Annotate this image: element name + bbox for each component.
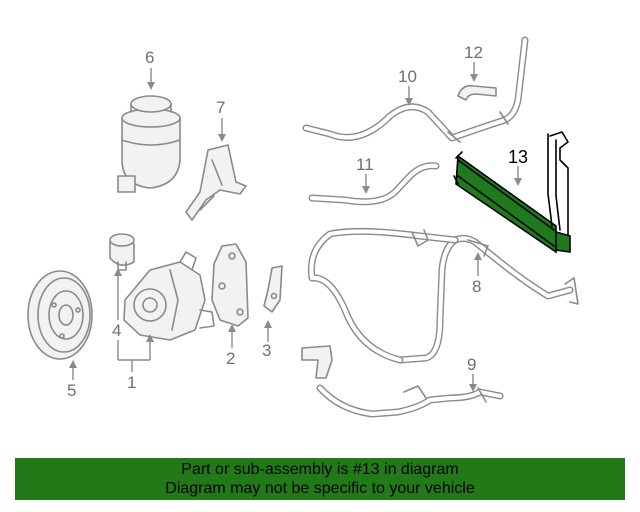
callout-8: 8 [472,277,481,296]
part-8-pressure-line [307,227,579,364]
callout-13: 13 [508,147,528,167]
part-7-bracket [185,144,247,221]
part-12-clip [457,84,497,101]
part-5-pulley [27,270,93,360]
part-9-hose [301,345,504,418]
callout-4: 4 [112,321,121,340]
leader-lines [69,62,522,392]
callout-5: 5 [67,381,76,400]
banner-line-1: Part or sub-assembly is #13 in diagram [181,461,459,478]
part-2-plate [211,243,249,327]
callout-2: 2 [226,349,235,368]
part-4-damper [109,233,135,271]
callout-1: 1 [127,373,136,392]
callout-9: 9 [467,355,476,374]
part-13-cooler [453,131,571,254]
parts-diagram: 6 7 10 12 11 13 8 9 4 2 3 5 1 [27,36,579,418]
part-11-hose [308,162,440,206]
callout-6: 6 [145,48,154,67]
callout-12: 12 [464,43,483,62]
info-banner: Part or sub-assembly is #13 in diagram D… [15,458,625,500]
callout-3: 3 [262,341,271,360]
part-1-pump [123,251,215,341]
part-3-bracket [263,265,283,313]
callout-7: 7 [216,98,225,117]
callout-10: 10 [398,67,417,86]
callout-11: 11 [356,155,374,174]
banner-line-2: Diagram may not be specific to your vehi… [165,480,475,497]
part-10-hose [302,36,529,143]
part-6-reservoir [117,95,181,193]
